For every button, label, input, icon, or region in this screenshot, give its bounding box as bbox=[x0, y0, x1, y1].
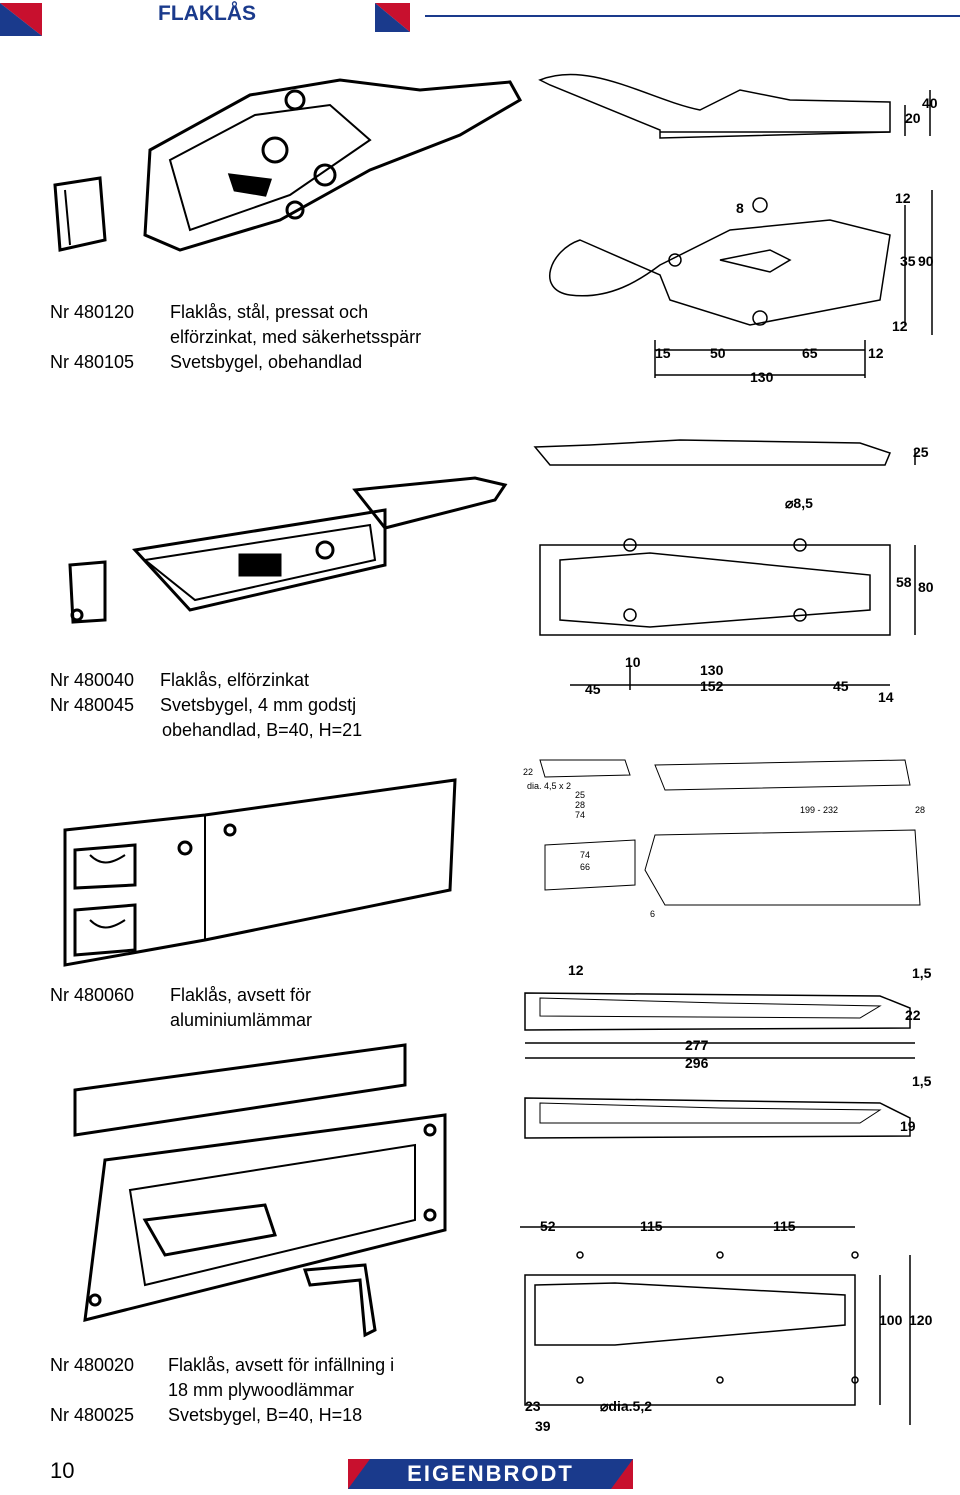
dim-label: 22 bbox=[523, 767, 533, 777]
page-number: 10 bbox=[50, 1458, 75, 1483]
product-number: Nr 480060 bbox=[50, 985, 135, 1005]
product-description: Svetsbygel, B=40, H=18 bbox=[168, 1405, 363, 1425]
dim-label: 115 bbox=[773, 1218, 796, 1234]
product-block-4: Nr 480020 Flaklås, avsett för infällning… bbox=[50, 1353, 470, 1433]
product-description: Flaklås, stål, pressat och bbox=[170, 302, 369, 322]
header-rule bbox=[425, 15, 960, 17]
product-description: aluminiumlämmar bbox=[170, 1010, 313, 1030]
dim-label: 28 bbox=[915, 805, 925, 815]
dim-label: 10 bbox=[625, 654, 641, 670]
dim-label: 40 bbox=[922, 95, 938, 111]
product-description: 18 mm plywoodlämmar bbox=[168, 1380, 355, 1400]
latch-illustration-3 bbox=[63, 778, 457, 967]
dim-label: ⌀8,5 bbox=[785, 495, 813, 511]
dim-label: 15 bbox=[655, 345, 671, 361]
product-number: Nr 480045 bbox=[50, 695, 135, 715]
corner-right-blue bbox=[375, 3, 410, 32]
dim-label: 74 bbox=[575, 810, 585, 820]
dim-label: 12 bbox=[568, 962, 584, 978]
dim-label: 25 bbox=[575, 790, 585, 800]
dim-label: 152 bbox=[700, 678, 724, 694]
latch-illustration-4 bbox=[73, 1043, 447, 1338]
dim-label: 52 bbox=[540, 1218, 556, 1234]
product-block-2: Nr 480040 Flaklås, elförzinkat Nr 480045… bbox=[50, 668, 530, 748]
dim-label: 28 bbox=[575, 800, 585, 810]
dim-label: 130 bbox=[700, 662, 724, 678]
dim-label: 12 bbox=[895, 190, 911, 206]
dim-label: 58 bbox=[896, 574, 912, 590]
dim-label: 12 bbox=[892, 318, 908, 334]
dim-label: 130 bbox=[750, 369, 774, 385]
latch-drawing-3: 22 dia. 4,5 x 2 25 28 74 74 66 6 199 - 2… bbox=[523, 759, 925, 919]
corner-left-blue bbox=[0, 3, 42, 36]
product-number: Nr 480040 bbox=[50, 670, 135, 690]
product-number: Nr 480120 bbox=[50, 302, 135, 322]
product-description: elförzinkat, med säkerhetsspärr bbox=[170, 327, 422, 347]
product-description: obehandlad, B=40, H=21 bbox=[162, 720, 363, 740]
dim-label: 6 bbox=[650, 909, 655, 919]
latch-drawing-1: 40 20 8 12 35 90 12 15 50 65 12 130 bbox=[538, 73, 938, 385]
dim-label: 1,5 bbox=[912, 965, 932, 981]
product-description: Svetsbygel, obehandlad bbox=[170, 352, 363, 372]
dim-label: 80 bbox=[918, 579, 934, 595]
dim-label: 39 bbox=[535, 1418, 551, 1434]
dim-label: 35 bbox=[900, 253, 916, 269]
dim-label: 90 bbox=[918, 253, 934, 269]
product-block-3: Nr 480060 Flaklås, avsett för aluminiuml… bbox=[50, 983, 450, 1038]
latch-illustration-2 bbox=[68, 476, 508, 624]
dim-label: 66 bbox=[580, 862, 590, 872]
latch-drawing-4: 12 1,5 22 277 296 1,5 19 bbox=[524, 962, 932, 1139]
latch-illustration-1 bbox=[53, 78, 523, 252]
dim-label: 8 bbox=[736, 200, 744, 216]
dim-label: 199 - 232 bbox=[800, 805, 838, 815]
dim-label: 1,5 bbox=[912, 1073, 932, 1089]
product-description: Flaklås, elförzinkat bbox=[160, 670, 310, 690]
dim-label: dia. 4,5 x 2 bbox=[527, 781, 571, 791]
logo-corners bbox=[348, 1459, 633, 1489]
dim-label: 115 bbox=[640, 1218, 663, 1234]
dim-label: ⌀dia.5,2 bbox=[600, 1398, 652, 1414]
dim-label: 120 bbox=[909, 1312, 933, 1328]
product-number: Nr 480105 bbox=[50, 352, 135, 372]
dim-label: 12 bbox=[868, 345, 884, 361]
page-title: FLAKLÅS bbox=[158, 2, 256, 25]
product-block-1: Nr 480120 Flaklås, stål, pressat och elf… bbox=[50, 300, 530, 380]
product-number: Nr 480020 bbox=[50, 1355, 135, 1375]
dim-label: 296 bbox=[685, 1055, 709, 1071]
dim-label: 277 bbox=[685, 1037, 709, 1053]
dim-label: 14 bbox=[878, 689, 894, 705]
brand-logo-bar bbox=[348, 1459, 633, 1489]
product-description: Flaklås, avsett för infällning i bbox=[168, 1355, 395, 1375]
dim-label: 23 bbox=[525, 1398, 541, 1414]
dim-label: 25 bbox=[913, 444, 929, 460]
dim-label: 100 bbox=[879, 1312, 903, 1328]
latch-drawing-5: 52 115 115 100 120 23 39 ⌀dia.5,2 bbox=[520, 1218, 933, 1434]
dim-label: 50 bbox=[710, 345, 726, 361]
product-description: Svetsbygel, 4 mm godstj bbox=[160, 695, 357, 715]
dim-label: 74 bbox=[580, 850, 590, 860]
dim-label: 22 bbox=[905, 1007, 921, 1023]
latch-drawing-2: 25 ⌀8,5 58 80 10 130 152 45 45 14 bbox=[533, 439, 934, 705]
dim-label: 20 bbox=[905, 110, 921, 126]
brand-logo: EIGENBRODT bbox=[407, 1461, 574, 1486]
dim-label: 45 bbox=[833, 678, 849, 694]
dim-label: 65 bbox=[802, 345, 818, 361]
product-number: Nr 480025 bbox=[50, 1405, 135, 1425]
header-corners bbox=[0, 3, 410, 36]
product-description: Flaklås, avsett för bbox=[170, 985, 312, 1005]
dim-label: 19 bbox=[900, 1118, 916, 1134]
dim-label: 45 bbox=[585, 681, 601, 697]
